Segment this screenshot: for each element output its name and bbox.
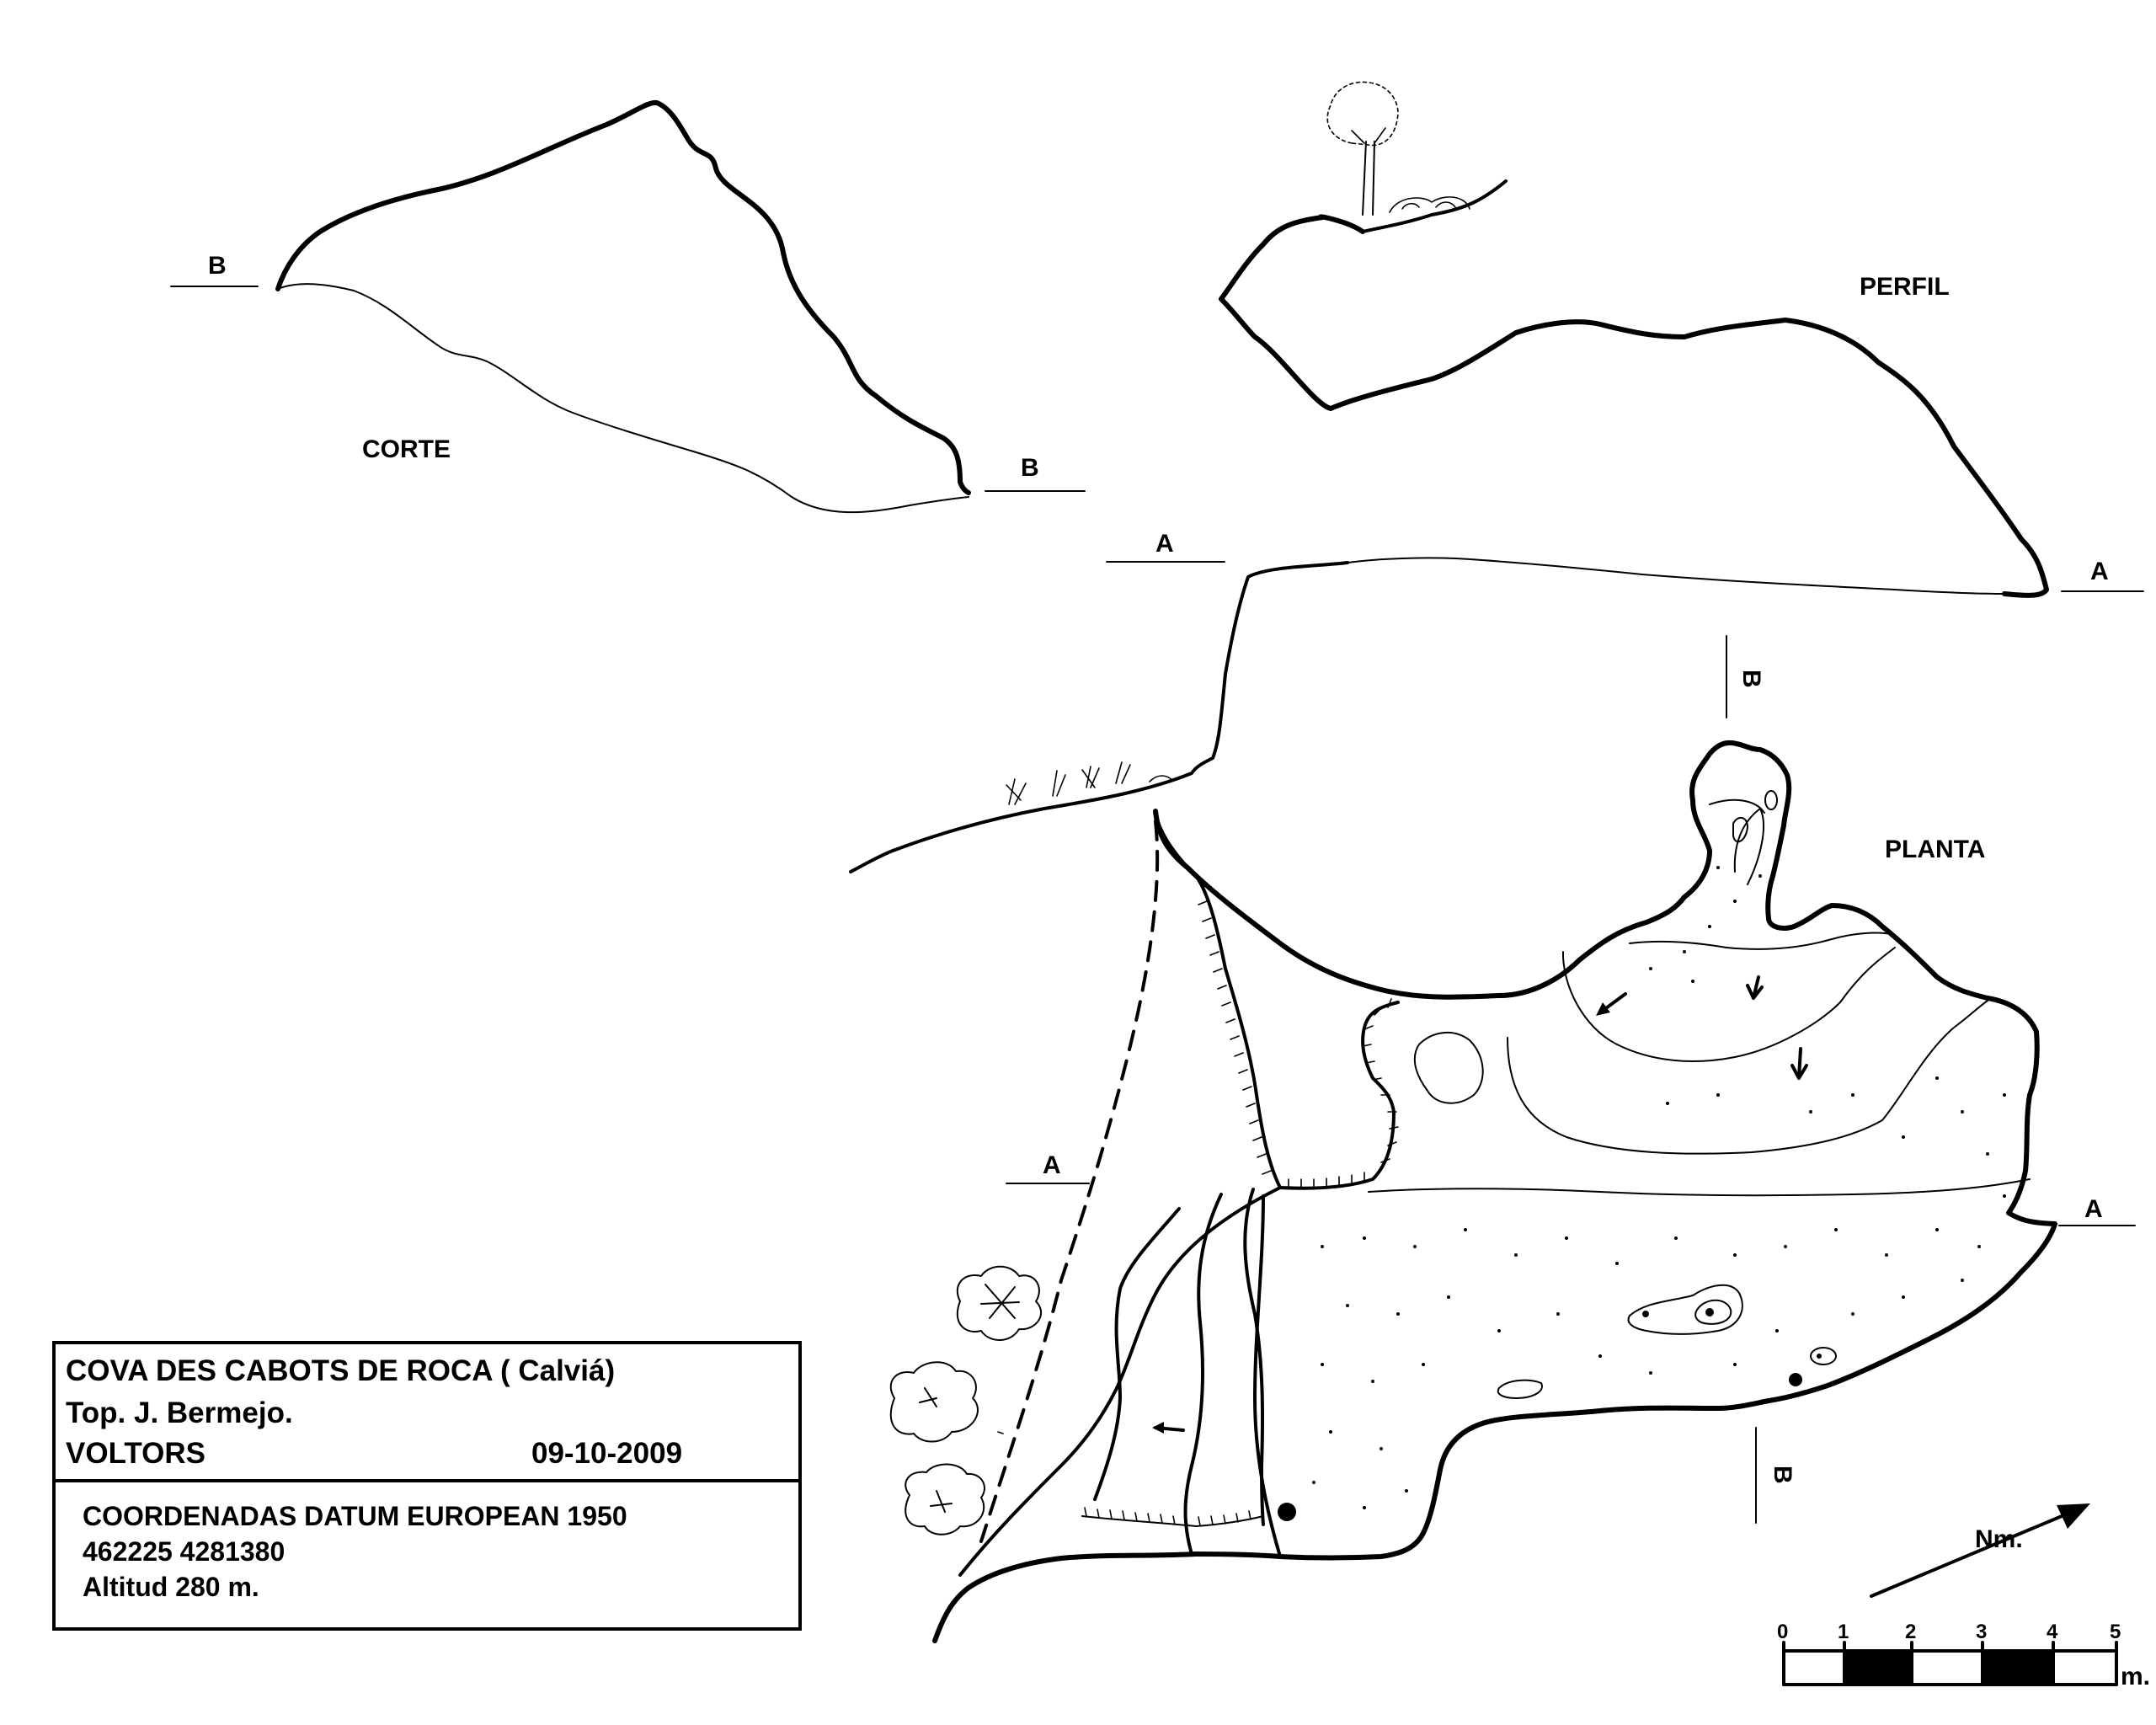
scale-unit: m. <box>2121 1663 2150 1690</box>
planta-contour-6 <box>1709 798 1765 814</box>
perfil-a-left-label: A <box>1155 530 1174 558</box>
title-block-header: COVA DES CABOTS DE ROCA ( Calviá) Top. J… <box>56 1344 798 1482</box>
planta-drip-5 <box>1817 1354 1822 1359</box>
shrub-icon <box>1389 196 1470 213</box>
perfil-outline <box>1219 214 2049 598</box>
planta-rock-2 <box>1732 817 1748 843</box>
perfil-floor <box>1347 557 2005 595</box>
bush-icon <box>956 1265 1042 1341</box>
planta-hole-3 <box>1497 1379 1543 1399</box>
surveyor: Top. J. Bermejo. <box>66 1397 293 1429</box>
perfil-section: A A PERFIL <box>1106 81 2144 598</box>
scale-tick-4: 4 <box>2047 1621 2058 1643</box>
floor-stipple <box>1312 866 2006 1509</box>
planta-hole-1 <box>1627 1284 1743 1335</box>
planta-hole-2 <box>1810 1347 1837 1365</box>
planta-contour-1 <box>1368 1178 2031 1197</box>
bush-icon-3 <box>905 1463 985 1535</box>
perfil-surface <box>1361 179 1508 233</box>
scale-tick-1: 1 <box>1838 1621 1849 1643</box>
title-block-coordinates: COORDENADAS DATUM EUROPEAN 1950 462225 4… <box>56 1482 798 1631</box>
perfil-title: PERFIL <box>1860 273 1950 301</box>
scale-tick-2: 2 <box>1905 1621 1916 1643</box>
planta-floor-step-hatch <box>1084 1507 1251 1526</box>
planta-b-top-label: B <box>1737 670 1765 688</box>
scale-bar: 0 1 2 3 4 5 m. <box>1777 1621 2150 1690</box>
planta-hole-1-inner <box>1694 1299 1732 1325</box>
planta-drip-1 <box>1705 1308 1714 1316</box>
slope-arrow-icon-3 <box>1790 1047 1808 1080</box>
planta-section: B B A A PLANTA <box>849 561 2136 1643</box>
grass-icon <box>1006 761 1173 805</box>
slope-arrow-icon-4 <box>1152 1422 1185 1434</box>
slope-arrow-icon-2 <box>1746 975 1764 1000</box>
planta-floor-step <box>1081 1515 1264 1527</box>
planta-entrance-arc-2 <box>958 1186 1282 1577</box>
planta-contour-5 <box>1733 808 1765 885</box>
group-name: VOLTORS <box>66 1437 205 1470</box>
planta-drip-3 <box>1278 1503 1296 1521</box>
north-arrow: Nm. <box>1870 1503 2090 1598</box>
cave-name: COVA DES CABOTS DE ROCA ( Calviá) <box>66 1354 616 1387</box>
datum-label: COORDENADAS DATUM EUROPEAN 1950 <box>83 1501 627 1531</box>
planta-title: PLANTA <box>1885 836 1985 863</box>
planta-drip-2 <box>1789 1373 1802 1386</box>
planta-gully-1 <box>1183 1193 1223 1556</box>
planta-drip-4 <box>1642 1311 1649 1317</box>
north-arrow-label: Nm. <box>1975 1525 2023 1553</box>
corte-b-right-label: B <box>1021 454 1039 482</box>
planta-contour-3 <box>1561 947 1896 1062</box>
planta-rock-3 <box>1764 790 1778 810</box>
planta-a-right-label: A <box>2084 1195 2103 1223</box>
planta-entrance-wall <box>849 561 1349 873</box>
planta-wall-hatch <box>1198 900 1272 1175</box>
coordinates-value: 462225 4281380 <box>83 1536 286 1567</box>
corte-outline-top <box>275 99 971 495</box>
bush-mark <box>997 1431 1004 1434</box>
bush-icon-2 <box>889 1361 979 1443</box>
planta-b-bottom-label: B <box>1769 1466 1796 1484</box>
corte-section: B B CORTE <box>170 99 1086 514</box>
planta-a-left-label: A <box>1043 1151 1061 1179</box>
planta-inner-wall <box>1253 1194 1282 1558</box>
planta-gully-3 <box>1093 1207 1181 1501</box>
survey-date: 09-10-2009 <box>531 1437 683 1470</box>
scale-tick-5: 5 <box>2110 1621 2121 1643</box>
planta-rock-1 <box>1413 1031 1484 1104</box>
planta-pit-edge <box>1278 1001 1400 1190</box>
corte-outline-bottom <box>277 283 969 514</box>
planta-contour-2 <box>1507 1000 1988 1155</box>
altitude-value: Altitud 280 m. <box>83 1572 259 1602</box>
corte-b-left-label: B <box>208 252 227 280</box>
title-block: COVA DES CABOTS DE ROCA ( Calviá) Top. J… <box>52 1341 802 1631</box>
planta-dripline <box>979 820 1160 1543</box>
scale-tick-0: 0 <box>1777 1621 1788 1643</box>
planta-entrance-arc <box>932 1551 1198 1643</box>
perfil-a-right-label: A <box>2090 558 2109 585</box>
tree-icon <box>1326 81 1399 216</box>
slope-arrow-icon <box>1596 992 1627 1016</box>
planta-outline <box>1153 740 2057 1561</box>
planta-wall-left <box>1154 809 1282 1189</box>
planta-gully-2 <box>1243 1188 1265 1526</box>
corte-title: CORTE <box>362 435 451 463</box>
scale-tick-3: 3 <box>1976 1621 1987 1643</box>
planta-pit-hatch <box>1288 998 1399 1188</box>
planta-contour-4 <box>1629 932 1896 950</box>
